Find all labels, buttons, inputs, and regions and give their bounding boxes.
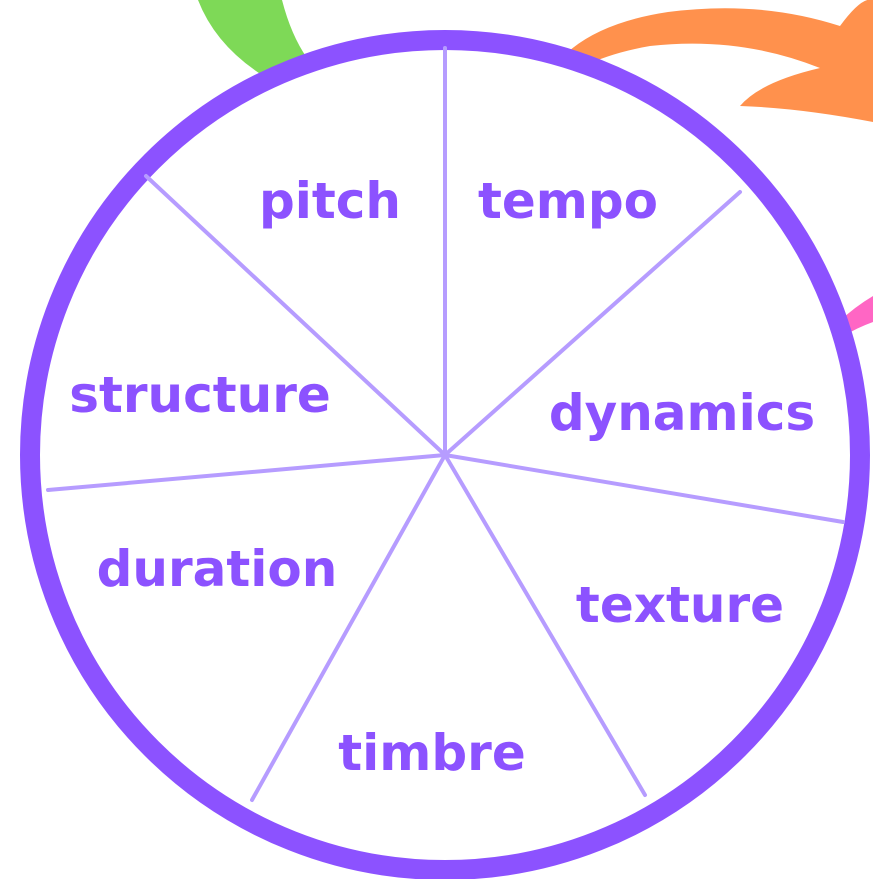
segment-label-structure: structure xyxy=(69,366,331,424)
segment-label-dynamics: dynamics xyxy=(549,384,815,442)
segment-label-timbre: timbre xyxy=(338,724,526,782)
segment-label-duration: duration xyxy=(97,540,338,598)
segment-label-tempo: tempo xyxy=(478,172,658,230)
segment-label-texture: texture xyxy=(576,576,784,634)
segment-label-pitch: pitch xyxy=(259,172,401,230)
